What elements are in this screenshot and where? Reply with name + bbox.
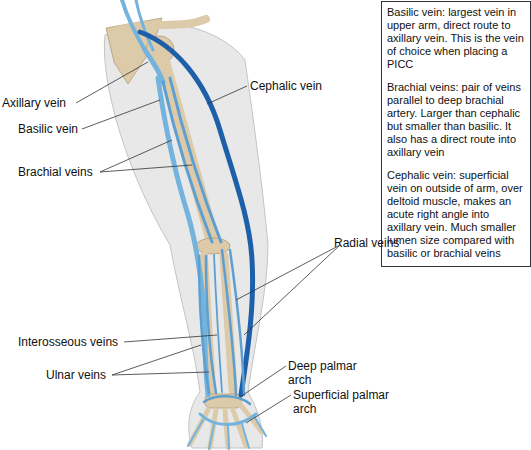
leader-line <box>207 86 247 104</box>
vein-label: Axillary vein <box>2 96 66 110</box>
leader-line <box>112 372 209 375</box>
digital-vein <box>254 416 266 436</box>
digital-vein <box>228 426 229 449</box>
vein-label: Brachial veins <box>18 165 93 179</box>
vein-label: Ulnar veins <box>46 368 106 382</box>
info-paragraph: Basilic vein: largest vein in upper arm,… <box>387 6 525 71</box>
leader-line <box>124 335 217 342</box>
digital-veins <box>188 416 266 449</box>
info-paragraph: Cephalic vein: superficial vein on outsi… <box>387 169 525 260</box>
superficial-palmar-arch <box>200 414 256 425</box>
vein-label: Cephalic vein <box>250 79 322 93</box>
leader-line <box>244 245 340 335</box>
arm-outline-group <box>104 22 268 448</box>
brachial-vein <box>170 78 221 242</box>
info-box: Basilic vein: largest vein in upper arm,… <box>381 1 531 267</box>
info-paragraph: Brachial veins: pair of veins parallel t… <box>387 81 525 159</box>
arm-outline <box>104 22 268 448</box>
leader-line <box>112 345 201 375</box>
leader-line <box>82 100 160 129</box>
veins <box>122 0 266 449</box>
vein-label: Superficial palmar arch <box>293 388 393 416</box>
subclavian-vein <box>136 0 153 50</box>
digital-vein <box>188 420 203 446</box>
deep-palmar-arch <box>204 396 250 404</box>
vein-label: Deep palmar arch <box>288 359 360 387</box>
digital-vein <box>242 424 249 448</box>
leader-line <box>236 245 340 300</box>
radial-vein <box>230 250 244 395</box>
leader-line <box>246 395 291 423</box>
cephalic-vein <box>140 32 253 395</box>
leader-line <box>240 366 286 397</box>
digital-vein <box>209 425 214 449</box>
leader-line <box>100 165 192 172</box>
vein-label: Interosseous veins <box>18 335 118 349</box>
bones <box>106 18 262 447</box>
vein-label: Radial veins <box>334 236 399 250</box>
interosseous-vein <box>214 255 222 392</box>
basilic-vein <box>158 78 208 395</box>
vein-label: Basilic vein <box>18 122 78 136</box>
leader-line <box>76 62 148 103</box>
